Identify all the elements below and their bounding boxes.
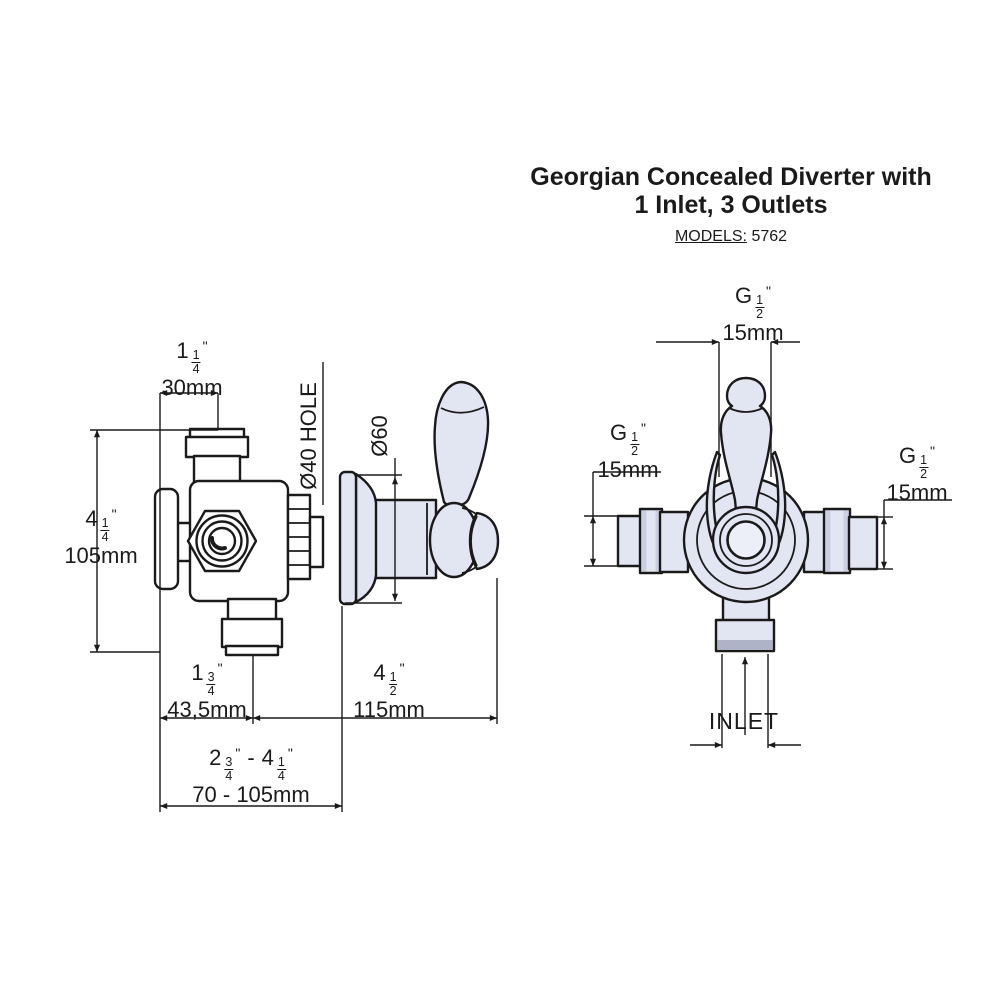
front-right-collar-shade-b bbox=[843, 510, 849, 572]
front-dimension-lines bbox=[584, 338, 952, 749]
front-left-collar-shade-a bbox=[641, 510, 647, 572]
front-handle-dome-joint bbox=[728, 407, 764, 413]
dim-top-outlet-metric: 15mm bbox=[722, 320, 784, 346]
side-view bbox=[153, 380, 500, 657]
dim-body-depth-metric: 43,5mm bbox=[167, 697, 247, 723]
side-handle-grip bbox=[433, 380, 490, 508]
escutcheon-diameter-label: Ø60 bbox=[367, 415, 392, 457]
front-right-collar-shade-a bbox=[825, 510, 831, 572]
dim-wall-range-metric: 70 - 105mm bbox=[192, 782, 310, 808]
side-escutcheon-plate bbox=[338, 470, 358, 606]
side-screw-slot bbox=[210, 536, 227, 551]
side-thread-lines bbox=[288, 508, 310, 566]
inlet-label: INLET bbox=[708, 708, 780, 734]
front-left-collar-shade-b bbox=[655, 510, 661, 572]
side-bottom-cap bbox=[224, 644, 280, 657]
side-wall-flange bbox=[153, 487, 180, 591]
models-label: MODELS: bbox=[674, 228, 747, 245]
side-top-collar bbox=[184, 435, 250, 459]
page-title-line2: 1 Inlet, 3 Outlets bbox=[634, 191, 828, 219]
side-escutcheon-cylinder bbox=[372, 498, 438, 580]
front-handle-grip bbox=[719, 376, 773, 550]
models-line: MODELS: 5762 bbox=[530, 228, 932, 246]
front-view bbox=[616, 376, 879, 653]
side-top-pipe bbox=[192, 454, 242, 485]
title-block: Georgian Concealed Diverter with 1 Inlet… bbox=[530, 163, 932, 246]
dim-top-width-metric: 30mm bbox=[161, 375, 223, 401]
dim-left-outlet-metric: 15mm bbox=[597, 457, 659, 483]
front-right-pipe bbox=[847, 515, 879, 571]
side-handle-end-cap-rim bbox=[470, 515, 478, 567]
models-value: 5762 bbox=[751, 228, 788, 245]
side-escutcheon-bell bbox=[354, 472, 378, 604]
front-hub-center bbox=[726, 520, 766, 560]
dim-right-outlet-metric: 15mm bbox=[886, 480, 948, 506]
page-title-line1: Georgian Concealed Diverter with bbox=[530, 163, 932, 191]
side-dimension-lines bbox=[90, 362, 498, 812]
side-spacer bbox=[308, 515, 325, 569]
hole-diameter-label: Ø40 HOLE bbox=[296, 382, 321, 490]
front-hub-ring bbox=[719, 513, 773, 567]
dim-height-metric: 105mm bbox=[64, 543, 138, 569]
side-handle-ball-joint bbox=[440, 406, 485, 414]
side-handle-end-cap bbox=[468, 511, 500, 571]
dim-total-depth-metric: 115mm bbox=[353, 697, 425, 723]
front-inlet-collar-band bbox=[717, 640, 773, 649]
side-bottom-collar bbox=[220, 617, 284, 649]
side-bottom-pipe bbox=[226, 597, 278, 623]
